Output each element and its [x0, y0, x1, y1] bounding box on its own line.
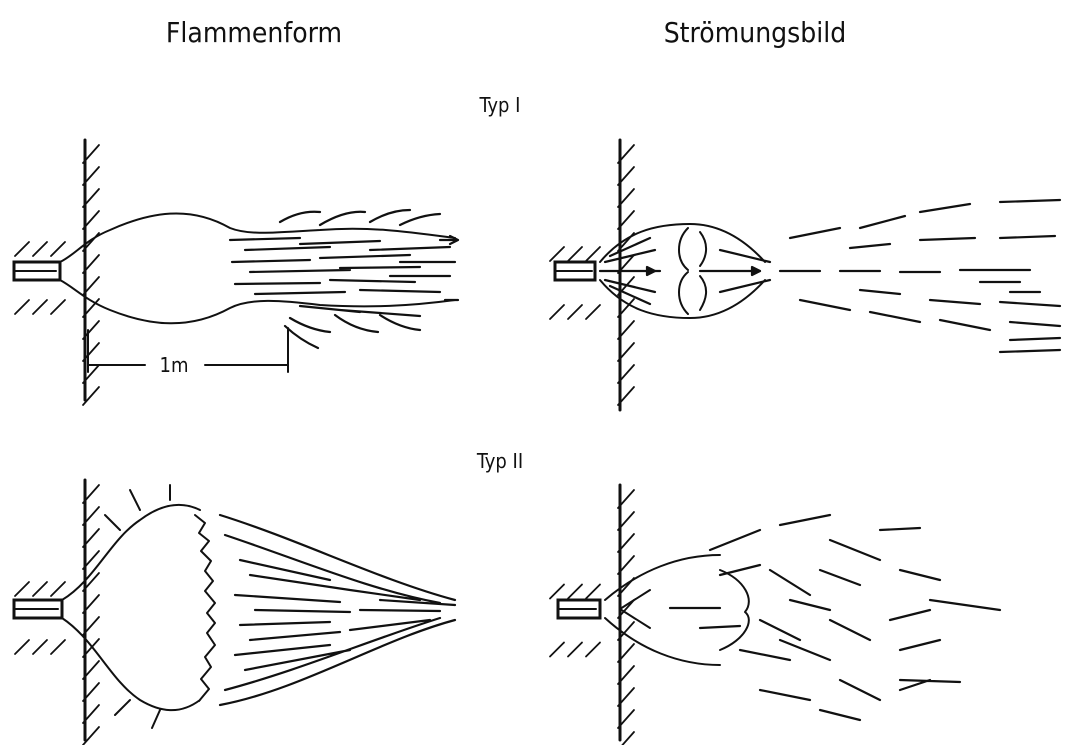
hatch-line	[15, 242, 29, 256]
typ2-flow-panel	[550, 485, 1000, 745]
hatch-line	[586, 247, 600, 261]
hatch-line	[550, 305, 564, 319]
hatch-line	[33, 242, 47, 256]
hatch-line	[15, 640, 29, 654]
hatch-line	[15, 300, 29, 314]
typ1-flame-nozzle	[14, 262, 60, 280]
typ2-flame-panel	[14, 480, 455, 745]
hatch-line	[568, 585, 582, 599]
typ1-flame-streaks	[230, 210, 458, 348]
hatch-line	[586, 585, 600, 599]
hatch-line	[51, 242, 65, 256]
hatch-line	[33, 582, 47, 596]
hatch-line	[33, 300, 47, 314]
header-stroemungsbild: Strömungsbild	[664, 16, 847, 49]
hatch-line	[568, 643, 582, 657]
hatch-line	[51, 640, 65, 654]
hatch-line	[33, 640, 47, 654]
hatch-line	[550, 247, 564, 261]
typ1-flame-panel: 1m	[14, 140, 458, 405]
typ2-flow-nozzle	[558, 600, 600, 618]
hatch-line	[550, 643, 564, 657]
typ1-flow-panel	[550, 140, 1060, 410]
hatch-line	[586, 643, 600, 657]
hatch-line	[568, 247, 582, 261]
row-label-typ-1: Typ I	[479, 93, 521, 117]
hatch-line	[51, 300, 65, 314]
typ1-flow-arrows	[600, 200, 1060, 352]
typ2-flame-streaks	[220, 515, 455, 705]
header-flammenform: Flammenform	[166, 16, 342, 49]
hatch-line	[51, 582, 65, 596]
dimension-label: 1m	[160, 353, 189, 377]
typ2-flow-arrows	[670, 515, 1000, 720]
hatch-line	[586, 305, 600, 319]
hatch-line	[550, 585, 564, 599]
typ1-flow-nozzle	[555, 262, 595, 280]
typ1-dimension: 1m	[88, 328, 288, 377]
hatch-line	[568, 305, 582, 319]
hatch-line	[15, 582, 29, 596]
row-label-typ-2: Typ II	[476, 449, 523, 473]
typ2-flame-nozzle	[14, 600, 62, 618]
typ2-flow-envelope	[605, 555, 749, 665]
